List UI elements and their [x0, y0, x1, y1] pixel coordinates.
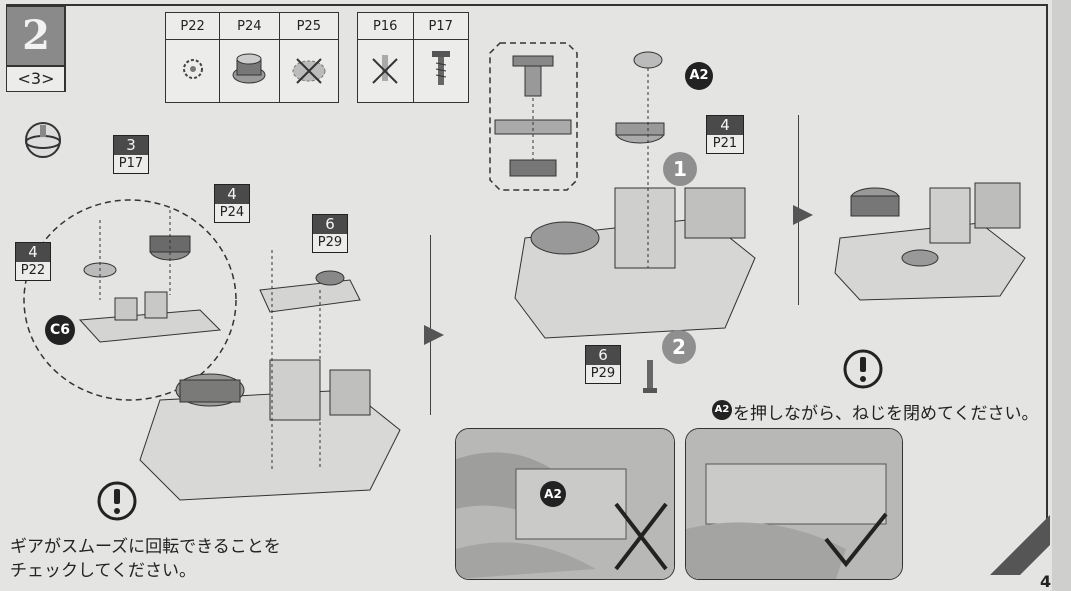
callout-c6: C6: [45, 315, 75, 345]
result-assembly-diagram: [834, 182, 1026, 301]
tag-part: P29: [590, 366, 616, 381]
next-step-arrow-1: [424, 325, 444, 345]
next-step-arrow-2: [793, 205, 813, 225]
tag-qty: 3: [114, 136, 148, 155]
caution-icon: [842, 348, 884, 394]
tag-part: P29: [317, 235, 343, 250]
tag-p29-middle: 6 P29: [585, 345, 621, 384]
tag-p29-left: 6 P29: [312, 214, 348, 253]
callout-a2-photo: A2: [540, 481, 566, 507]
photo-correct-way: [685, 428, 903, 580]
step-substep: <3>: [6, 66, 66, 92]
crossed-gear-icon: [278, 39, 340, 103]
tag-part: P17: [118, 156, 144, 171]
part-header-p17: P17: [412, 12, 469, 40]
frame-right-line: [1046, 4, 1048, 524]
crown-gear-icon: [219, 39, 280, 103]
part-header-p22: P22: [164, 12, 221, 40]
tag-qty: 4: [16, 243, 50, 262]
part-header-p25: P25: [278, 12, 340, 40]
middle-assembly-diagram: [489, 42, 756, 339]
tag-p17-top: 3 P17: [113, 135, 149, 174]
callout-a2-top: A2: [685, 62, 713, 90]
tag-p22: 4 P22: [15, 242, 51, 281]
screw-instruction-note: を押しながら、ねじを閉めてください。: [733, 404, 1039, 424]
tag-qty: 4: [707, 116, 743, 135]
small-gear-icon: [164, 39, 221, 103]
parts-table-screws: P16 P17: [357, 12, 469, 103]
tag-qty: 6: [586, 346, 620, 365]
tag-p21: 4 P21: [706, 115, 744, 154]
crossed-screw-icon: [357, 39, 414, 103]
gear-check-note-line2: チェックしてください。: [10, 561, 196, 581]
step-order-1: 1: [663, 152, 697, 186]
photo-wrong-way: A2: [455, 428, 675, 580]
page-corner-arrow: [990, 515, 1050, 579]
frame-top-line: [6, 4, 1046, 6]
tag-p24: 4 P24: [214, 184, 250, 223]
tag-qty: 6: [313, 215, 347, 234]
step-order-2: 2: [662, 330, 696, 364]
part-header-p16: P16: [357, 12, 414, 40]
tag-part: P21: [712, 136, 738, 151]
left-assembly-diagram: [23, 199, 401, 501]
caution-icon: [96, 480, 138, 526]
tag-part: P22: [20, 263, 46, 278]
parts-table-gears: P22 P24 P25: [164, 12, 340, 103]
screw-icon: [412, 39, 469, 103]
part-header-p24: P24: [219, 12, 280, 40]
page-number: 4: [1040, 572, 1052, 591]
callout-a2-inline: A2: [712, 400, 732, 420]
badge-divider: [64, 6, 66, 92]
gear-check-note-line1: ギアがスムーズに回転できることを: [10, 537, 281, 557]
rotate-view-icon: [22, 120, 64, 164]
page-edge-shadow: [1052, 0, 1071, 591]
tag-qty: 4: [215, 185, 249, 204]
screw-p29-icon: [640, 356, 660, 400]
step-number: 2: [6, 6, 66, 66]
tag-part: P24: [219, 205, 245, 220]
